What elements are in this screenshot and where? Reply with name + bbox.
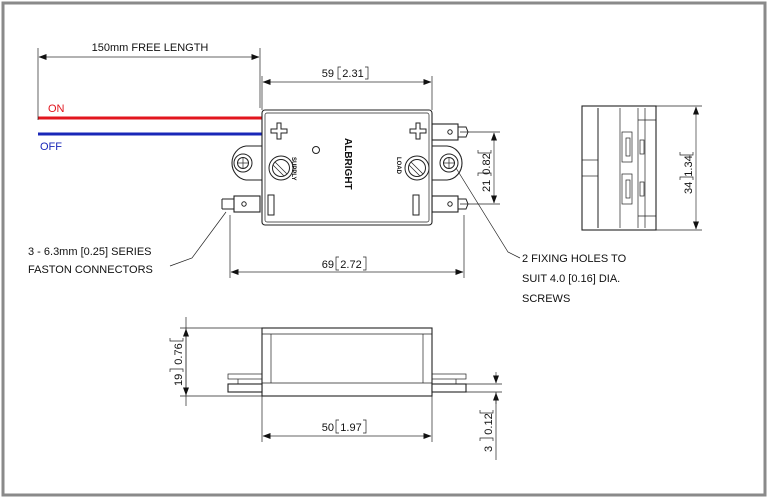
front-height-inch: 0.76: [173, 343, 185, 364]
left-mounting-ear: [231, 145, 262, 181]
slot-left: [267, 194, 275, 216]
front-height-value: 19: [173, 374, 185, 386]
supply-label: SUPPLY: [290, 157, 296, 180]
on-label: ON: [48, 103, 65, 115]
top-view: SUPPLY LOAD ALBRIGHT: [221, 109, 469, 226]
faston-tab-left: [221, 195, 261, 213]
holes-line2: SUIT 4.0 [0.16] DIA.: [522, 273, 620, 285]
slot-right: [412, 194, 420, 216]
side-housing: [581, 105, 657, 231]
base-width-value: 50: [322, 422, 334, 434]
fixing-holes-callout: 2 FIXING HOLES TO SUIT 4.0 [0.16] DIA. S…: [455, 167, 627, 305]
top-width-inch: 2.31: [342, 68, 363, 80]
hole-spacing-dimension: 21 0.82: [460, 131, 500, 205]
free-length-text: 150mm FREE LENGTH: [92, 42, 209, 54]
housing-top: [261, 109, 433, 226]
brand-label: ALBRIGHT: [342, 138, 353, 190]
side-view: [581, 105, 657, 231]
base-width-dimension: 50 1.97: [261, 396, 433, 442]
front-height-dimension: 19 0.76: [169, 317, 262, 406]
supply-screw: [268, 155, 294, 181]
top-width-value: 59: [322, 68, 334, 80]
wire-group: ON OFF: [38, 103, 270, 153]
terminal-plus-right: [409, 122, 427, 140]
overall-width-value: 69: [322, 259, 334, 271]
free-length-dimension: 150mm FREE LENGTH: [37, 42, 261, 120]
hole-spacing-value: 21: [481, 180, 493, 192]
side-height-value: 34: [683, 182, 695, 194]
overall-width-dimension: 69 2.72: [229, 215, 465, 278]
front-housing: [261, 327, 433, 397]
terminal-plus-left: [270, 122, 288, 140]
right-mounting-ear: [432, 145, 463, 181]
side-height-dimension: 34 1.34: [656, 105, 702, 231]
holes-line3: SCREWS: [522, 293, 570, 305]
connectors-line1: 3 - 6.3mm [0.25] SERIES: [28, 246, 152, 258]
flange-thickness-value: 3: [483, 446, 495, 452]
front-flange-left: [227, 383, 263, 393]
hole-spacing-inch: 0.82: [481, 153, 493, 174]
load-screw: [404, 155, 430, 181]
top-width-dimension: 59 2.31: [261, 66, 433, 110]
base-width-inch: 1.97: [340, 422, 361, 434]
flange-thickness-dimension: 3 0.12: [466, 372, 502, 460]
faston-callout: 3 - 6.3mm [0.25] SERIES FASTON CONNECTOR…: [28, 211, 227, 276]
load-label: LOAD: [395, 157, 401, 175]
front-view: [227, 327, 467, 397]
indicator-dot: [312, 146, 320, 154]
connectors-line2: FASTON CONNECTORS: [28, 264, 153, 276]
off-label: OFF: [40, 141, 62, 153]
side-height-inch: 1.34: [683, 155, 695, 176]
holes-line1: 2 FIXING HOLES TO: [522, 253, 627, 265]
overall-width-inch: 2.72: [340, 259, 361, 271]
flange-thickness-inch: 0.12: [483, 413, 495, 434]
front-flange-right: [431, 383, 467, 393]
